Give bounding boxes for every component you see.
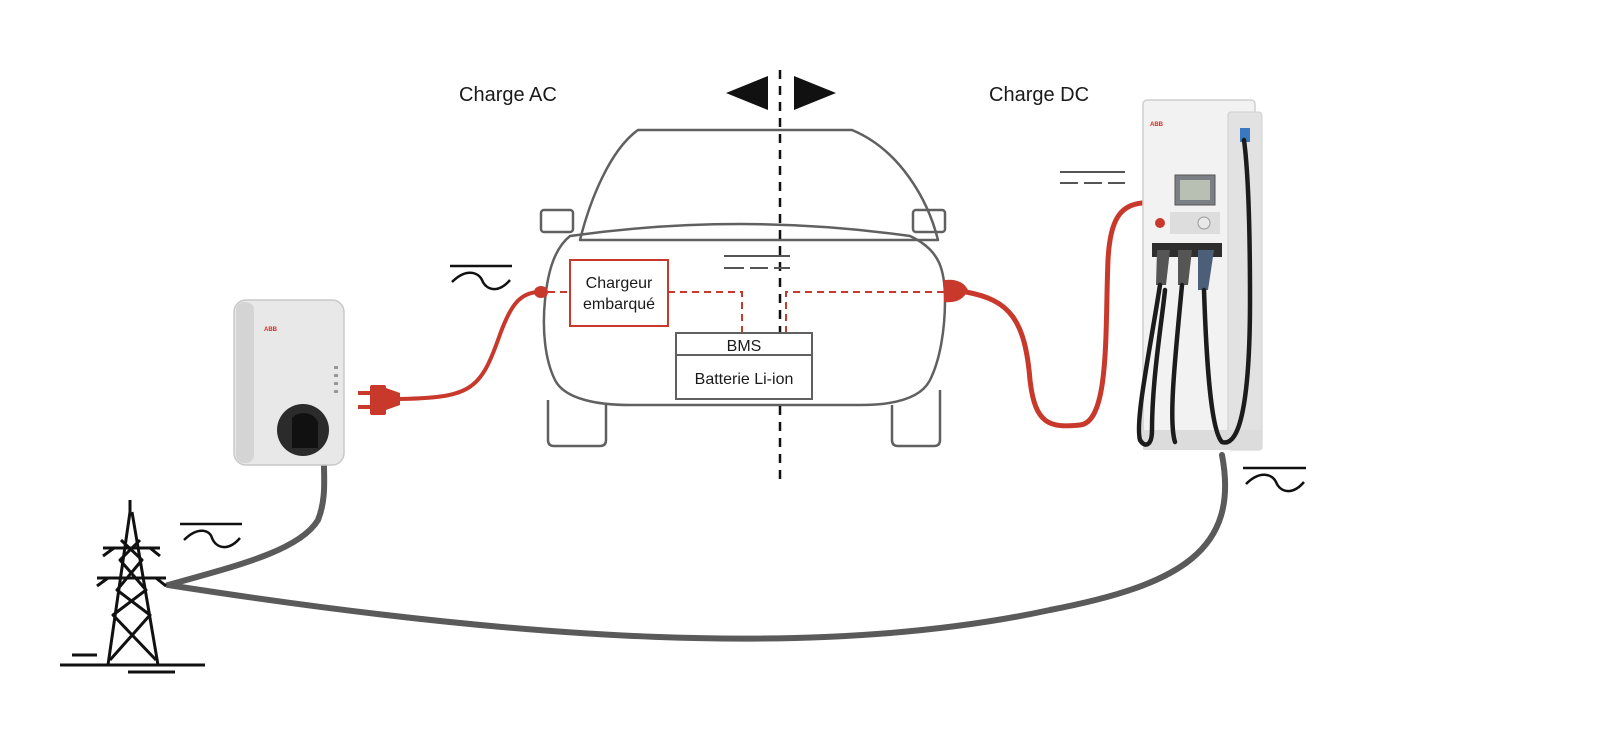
dc-station-brand-logo: ABB [1150, 122, 1164, 128]
battery-block: BMS Batterie Li-ion [675, 332, 813, 400]
internal-circuit [548, 291, 944, 333]
ac-plug [358, 385, 400, 415]
dc-charging-station: ABB [1136, 99, 1263, 451]
ac-inlet-connector [534, 286, 548, 298]
ac-current-icon-station [1243, 466, 1306, 493]
dc-station-stop-button [1155, 218, 1165, 228]
onboard-charger-box: Chargeur embarqué [569, 259, 669, 327]
dc-inlet-connector [944, 279, 968, 303]
charge-ac-label: Charge AC [459, 84, 557, 106]
power-pylon-icon [60, 500, 205, 674]
bms-label: BMS [727, 338, 762, 355]
dc-charging-cable [944, 200, 1145, 429]
grid-to-dc-station-cable [165, 452, 1229, 642]
ac-current-icon-vehicle [450, 264, 512, 291]
dc-current-icon [724, 255, 790, 269]
charge-dc-label: Charge DC [989, 84, 1089, 106]
car-outline [539, 128, 947, 448]
ac-current-icon [180, 522, 242, 549]
battery-label: Batterie Li-ion [695, 371, 794, 388]
ac-wallbox-charger: ABB [233, 299, 345, 466]
left-right-arrows-icon [726, 76, 836, 110]
dc-current-icon-station [1060, 171, 1125, 184]
grid-cables [165, 452, 1229, 642]
dc-connector-holsters [1152, 243, 1222, 290]
onboard-charger-label-line2: embarqué [583, 296, 655, 313]
onboard-charger-label-line1: Chargeur [586, 275, 653, 292]
ac-charging-cable [358, 286, 548, 415]
grid-to-wallbox-cable [165, 462, 328, 588]
wallbox-brand-logo: ABB [264, 327, 278, 333]
